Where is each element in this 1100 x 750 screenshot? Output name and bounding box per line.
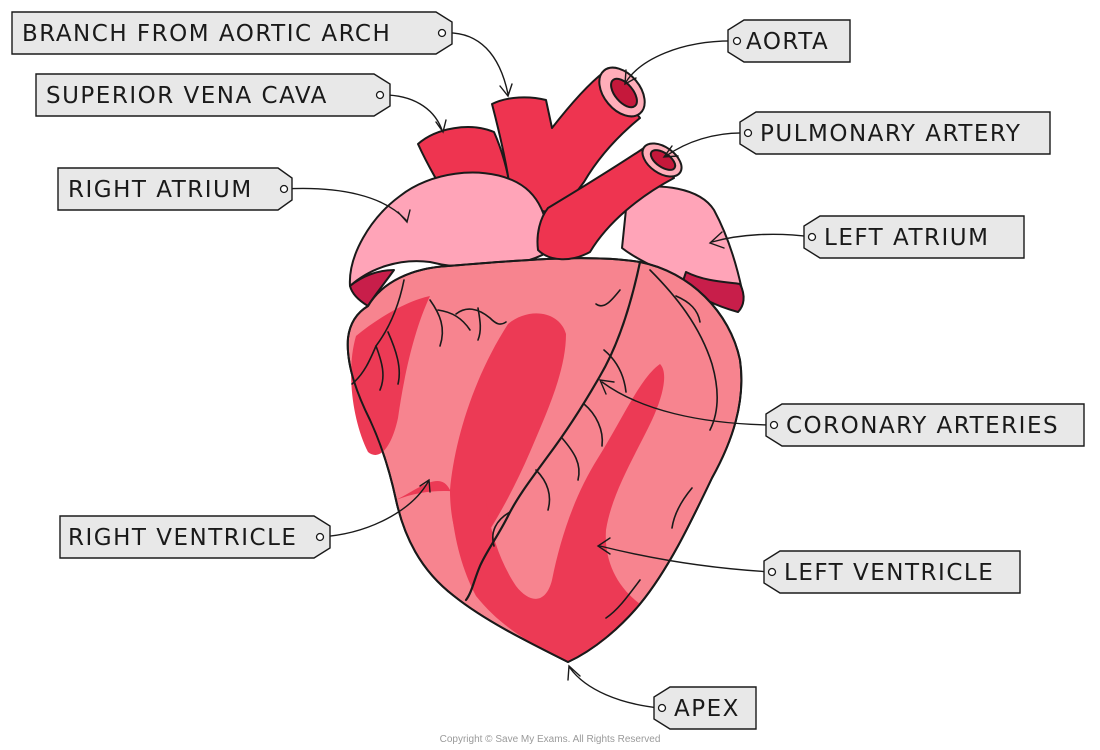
coronary-arteries-right [351, 279, 507, 391]
coronary-arteries-left [464, 260, 718, 619]
pulmonary-artery-lumen [649, 149, 677, 171]
leader-branch-aortic-arch [441, 32, 513, 98]
ventricle-outline [346, 257, 743, 663]
leader-lines [283, 32, 813, 709]
leader-left-atrium [708, 231, 813, 249]
tag-right-atrium: RIGHT ATRIUM [57, 167, 293, 211]
leader-aorta [624, 40, 737, 86]
label-right-atrium: RIGHT ATRIUM [68, 177, 253, 203]
tag-branch-from-aortic-arch: BRANCH FROM AORTIC ARCH [11, 11, 453, 55]
tag-aorta: AORTA [727, 19, 851, 63]
label-coronary-arteries: CORONARY ARTERIES [786, 413, 1059, 439]
label-branch-from-aortic-arch: BRANCH FROM AORTIC ARCH [22, 21, 391, 47]
tag-left-atrium: LEFT ATRIUM [803, 215, 1025, 259]
label-superior-vena-cava: SUPERIOR VENA CAVA [46, 83, 328, 109]
leader-pulmonary-artery [662, 132, 747, 158]
leader-left-ventricle [596, 537, 773, 573]
label-left-atrium: LEFT ATRIUM [824, 225, 989, 251]
copyright-notice: Copyright © Save My Exams. All Rights Re… [439, 734, 661, 745]
ventricle-dark-band-left [351, 296, 430, 455]
tag-superior-vena-cava: SUPERIOR VENA CAVA [35, 73, 391, 117]
label-left-ventricle: LEFT VENTRICLE [784, 560, 994, 586]
tag-right-ventricle: RIGHT VENTRICLE [59, 515, 331, 559]
ventricle-dark-band-lower [396, 364, 665, 662]
aorta-lumen [610, 77, 638, 109]
right-atrium-underside [349, 269, 395, 307]
heart-illustration [346, 66, 745, 663]
tag-left-ventricle: LEFT VENTRICLE [763, 550, 1021, 594]
label-aorta: AORTA [746, 29, 829, 55]
tag-coronary-arteries: CORONARY ARTERIES [765, 403, 1085, 447]
label-right-ventricle: RIGHT VENTRICLE [68, 525, 297, 551]
label-apex: APEX [674, 696, 740, 722]
pulmonary-artery-shape [536, 143, 675, 261]
leader-right-atrium [283, 187, 411, 224]
tag-pulmonary-artery: PULMONARY ARTERY [739, 111, 1051, 155]
leader-apex [567, 664, 661, 709]
label-pulmonary-artery: PULMONARY ARTERY [760, 121, 1021, 147]
tag-apex: APEX [653, 686, 757, 730]
leader-right-ventricle [319, 478, 431, 538]
leader-coronary-arteries [598, 379, 773, 426]
